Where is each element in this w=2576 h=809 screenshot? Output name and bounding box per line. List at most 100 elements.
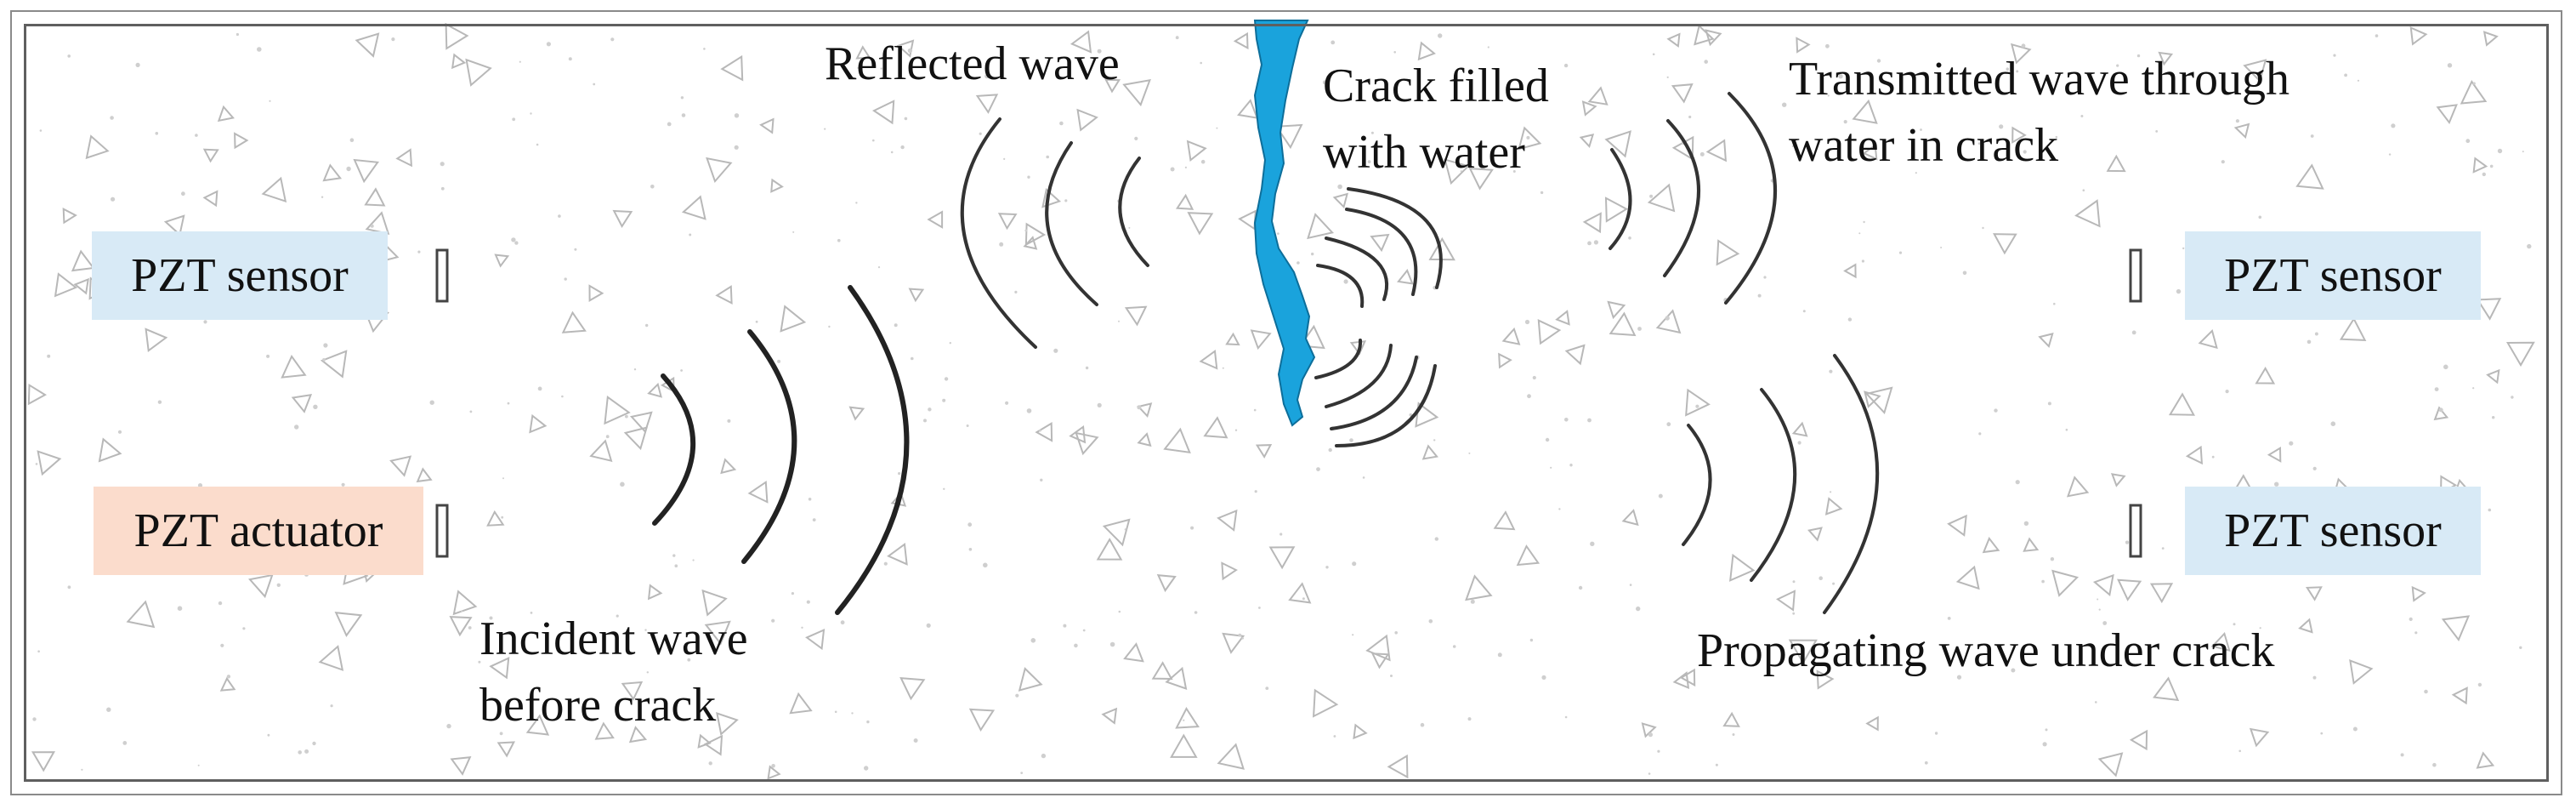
aggregate-mark [234, 132, 249, 150]
aggregate-mark [1672, 671, 1690, 689]
aggregate-speck [122, 741, 128, 745]
aggregate-speck [771, 764, 775, 768]
aggregate-speck [645, 323, 649, 328]
aggregate-mark [1647, 183, 1676, 213]
aggregate-mark [1796, 37, 1811, 54]
aggregate-speck [2258, 215, 2262, 219]
aggregate-speck [2065, 428, 2068, 431]
aggregate-mark [1705, 29, 1722, 47]
aggregate-speck [966, 424, 969, 427]
aggregate-speck [866, 720, 870, 724]
aggregate-mark [452, 590, 478, 616]
aggregate-speck [2116, 64, 2119, 67]
aggregate-mark [1947, 514, 1967, 537]
aggregate-speck [2320, 732, 2324, 735]
aggregate-speck [680, 96, 684, 100]
aggregate-speck [692, 559, 695, 561]
aggregate-speck [1343, 279, 1348, 284]
aggregate-speck [999, 242, 1004, 247]
aggregate-speck [949, 342, 952, 345]
aggregate-speck [983, 562, 988, 568]
aggregate-mark [1023, 236, 1038, 250]
aggregate-mark [2198, 328, 2218, 350]
aggregate-speck [928, 407, 932, 412]
aggregate-mark [1222, 632, 1245, 654]
aggregate-speck [2259, 627, 2261, 630]
aggregate-mark [1137, 432, 1152, 447]
aggregate-speck [1452, 645, 1456, 648]
aggregate-speck [2511, 396, 2514, 399]
aggregate-speck [2472, 387, 2475, 390]
aggregate-speck [898, 472, 901, 476]
right-bottom-sensor-label: PZT sensor [2224, 504, 2442, 557]
aggregate-speck [1920, 128, 1922, 131]
aggregate-speck [2472, 82, 2476, 85]
aggregate-speck [1128, 226, 1131, 229]
aggregate-speck [2527, 243, 2532, 249]
aggregate-speck [894, 323, 898, 328]
aggregate-speck [1311, 252, 1314, 256]
aggregate-mark [2153, 676, 2180, 702]
aggregate-speck [674, 564, 678, 567]
aggregate-mark [2185, 445, 2204, 465]
aggregate-speck [2095, 701, 2097, 704]
aggregate-speck [2023, 150, 2027, 154]
aggregate-mark [1104, 78, 1121, 94]
aggregate-speck [2388, 153, 2392, 156]
aggregate-mark [2051, 569, 2080, 597]
aggregate-speck [708, 761, 712, 766]
aggregate-speck [177, 606, 183, 611]
crack-shape [1253, 20, 1316, 427]
transmitted-label-line1: Transmitted wave through [1789, 53, 2289, 105]
aggregate-mark [451, 53, 467, 70]
aggregate-speck [1819, 576, 1823, 580]
aggregate-mark [2409, 26, 2428, 46]
aggregate-speck [2434, 387, 2439, 391]
aggregate-mark [896, 39, 915, 58]
aggregate-speck [907, 48, 913, 54]
aggregate-mark [1609, 311, 1637, 337]
aggregate-mark [716, 712, 739, 736]
aggregate-speck [203, 320, 207, 324]
aggregate-speck [1962, 271, 1967, 276]
aggregate-speck [514, 241, 519, 245]
aggregate-speck [574, 248, 577, 251]
aggregate-speck [1005, 401, 1009, 405]
right-top-sensor-pzt-bar-icon [2129, 248, 2142, 303]
aggregate-speck [1708, 652, 1711, 654]
aggregate-speck [47, 354, 51, 358]
diffracted-wave-lower-arc-4 [1335, 364, 1437, 447]
aggregate-speck [872, 139, 875, 142]
aggregate-speck [440, 186, 445, 191]
aggregate-mark [1288, 582, 1312, 604]
aggregate-speck [1015, 693, 1019, 698]
aggregate-speck [1234, 429, 1238, 431]
aggregate-mark [1722, 711, 1740, 727]
aggregate-mark [2023, 537, 2040, 552]
aggregate-mark [291, 394, 313, 413]
aggregate-mark [364, 187, 386, 207]
aggregate-speck [2391, 123, 2396, 128]
aggregate-speck [1898, 251, 1903, 254]
aggregate-speck [321, 196, 324, 198]
aggregate-mark [612, 209, 633, 228]
aggregate-mark [1417, 41, 1436, 61]
aggregate-speck [1137, 405, 1142, 410]
aggregate-mark [2295, 163, 2324, 190]
reflected-wave-arc-2 [1045, 141, 1098, 306]
aggregate-speck [2522, 151, 2524, 153]
aggregate-speck [2155, 130, 2159, 133]
aggregate-mark [2482, 31, 2499, 47]
aggregate-speck [1578, 585, 1583, 590]
aggregate-speck [2409, 617, 2413, 622]
aggregate-speck [1688, 115, 1692, 119]
aggregate-speck [1699, 151, 1705, 157]
aggregate-speck [489, 616, 493, 620]
aggregate-mark [395, 148, 413, 168]
aggregate-mark [1370, 233, 1390, 253]
aggregate-speck [561, 395, 564, 398]
aggregate-speck [1763, 276, 1767, 279]
aggregate-speck [2233, 623, 2236, 626]
aggregate-speck [2235, 119, 2239, 123]
aggregate-speck [269, 100, 271, 102]
